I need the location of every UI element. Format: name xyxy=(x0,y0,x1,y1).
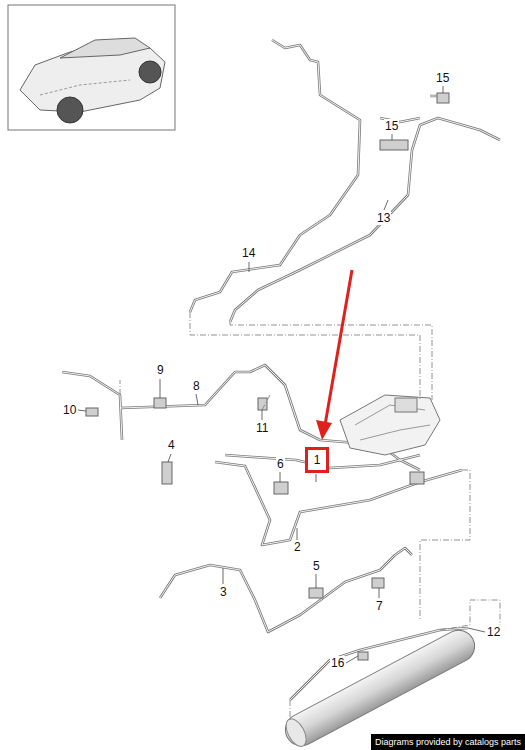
callout-number: 2 xyxy=(293,540,302,554)
watermark: Diagrams provided by catalogs parts xyxy=(371,734,525,750)
callout-number: 3 xyxy=(219,585,228,599)
callout-number: 14 xyxy=(241,246,256,260)
callout-number: 15 xyxy=(435,71,450,85)
callout-number: 4 xyxy=(167,438,176,452)
callout-number: 6 xyxy=(276,457,285,471)
callout-number: 5 xyxy=(312,559,321,573)
highlight-box: 1 xyxy=(305,447,329,473)
callout-number: 10 xyxy=(62,403,77,417)
callout-number: 13 xyxy=(376,211,391,225)
callout-number: 15 xyxy=(384,119,399,133)
callout-number: 9 xyxy=(156,363,165,377)
callout-number: 7 xyxy=(375,599,384,613)
callout-number: 8 xyxy=(192,379,201,393)
callout-number: 1 xyxy=(314,453,321,467)
callout-number: 12 xyxy=(486,625,501,639)
callout-number: 11 xyxy=(255,421,269,435)
callout-number: 16 xyxy=(330,656,345,670)
